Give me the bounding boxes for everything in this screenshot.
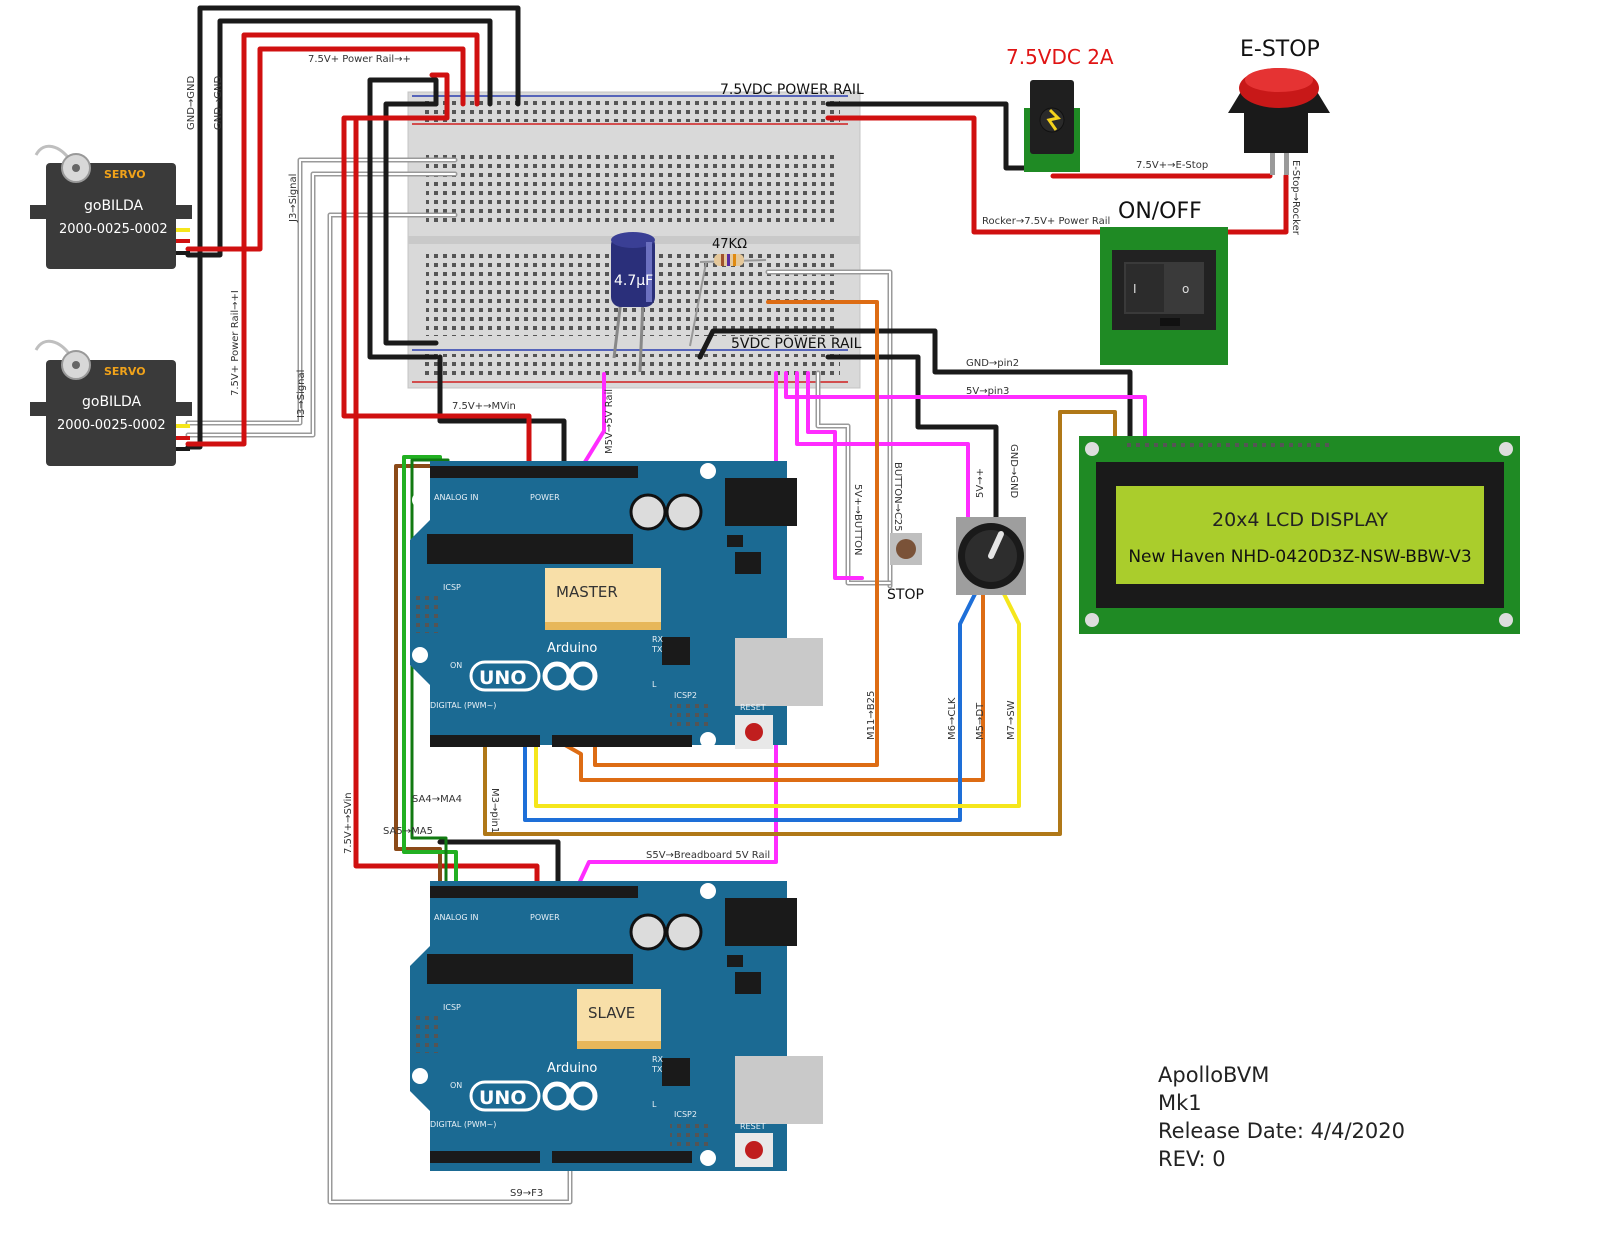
title-block: ApolloBVM Mk1 Release Date: 4/4/2020 REV…	[1158, 1063, 1405, 1171]
breadboard: 7.5VDC POWER RAIL 5VDC POWER RAIL	[407, 82, 864, 389]
wire-label: 7.5V+→SVin	[343, 792, 354, 854]
wire-label: M5V→5V Rail	[604, 389, 615, 454]
servo-top: SERVO goBILDA 2000-0025-0002	[30, 144, 192, 269]
rocker-switch: ON/OFF I o	[1100, 199, 1228, 365]
capacitor-value: 4.7µF	[614, 273, 653, 289]
estop-label: E-STOP	[1240, 37, 1320, 62]
wires	[185, 5, 1289, 1205]
wire-label: 7.5V+ Power Rail→+	[308, 54, 411, 65]
power-label: POWER	[530, 493, 560, 502]
lcd-line-1: 20x4 LCD DISPLAY	[1212, 509, 1388, 531]
power-label: POWER	[530, 913, 560, 922]
svg-text:I: I	[1133, 282, 1137, 296]
wire-label: SA4→MA4	[412, 794, 462, 805]
capacitor: 4.7µF	[611, 232, 655, 373]
tx-label: TX	[651, 1065, 663, 1074]
rx-label: RX	[652, 1055, 664, 1064]
wire-label: 7.5V+→MVin	[452, 401, 516, 412]
wire-labels: GND→GND GND→GND 7.5V+ Power Rail→+ J3→Si…	[186, 54, 1301, 1199]
slave-tag: SLAVE	[588, 1004, 635, 1022]
project-version: Mk1	[1158, 1091, 1202, 1115]
resistor-value: 47KΩ	[712, 237, 747, 252]
wire-label: 5V→pin3	[966, 386, 1009, 397]
arduino-model: UNO	[479, 1087, 526, 1109]
on-label: ON	[450, 661, 462, 670]
l-label: L	[652, 1100, 657, 1109]
estop-button: E-STOP	[1228, 37, 1330, 175]
wire-label: GND→pin2	[966, 358, 1019, 369]
digital-label: DIGITAL (PWM~)	[430, 1120, 496, 1129]
servo-part: 2000-0025-0002	[57, 418, 166, 433]
wire-label: M5→DT	[975, 702, 986, 740]
arduino-brand: Arduino	[547, 1061, 597, 1076]
lcd-display: 20x4 LCD DISPLAY New Haven NHD-0420D3Z-N…	[1079, 436, 1520, 634]
wire-label: GND→GND	[186, 75, 197, 130]
power-jack: 7.5VDC 2A	[1006, 45, 1114, 172]
icsp2-label: ICSP2	[674, 1110, 697, 1119]
wire-label: BUTTON→C25	[892, 462, 903, 532]
wire-label: GND→GND	[213, 75, 224, 130]
release-date: Release Date: 4/4/2020	[1158, 1119, 1405, 1143]
wire-label: 7.5V+→E-Stop	[1136, 160, 1208, 171]
reset-label: RESET	[740, 1122, 766, 1131]
master-tag: MASTER	[556, 583, 618, 601]
arduino-model: UNO	[479, 667, 526, 689]
digital-label: DIGITAL (PWM~)	[430, 701, 496, 710]
svg-text:o: o	[1182, 282, 1189, 296]
servo-brand: goBILDA	[82, 394, 142, 410]
wire-label: Rocker→7.5V+ Power Rail	[982, 216, 1110, 227]
wire-label: 5V+→BUTTON	[852, 484, 863, 556]
rotary-encoder	[956, 517, 1026, 595]
servo-brand: goBILDA	[84, 198, 144, 214]
wire-label: M11→B25	[866, 691, 877, 740]
on-label: ON	[450, 1081, 462, 1090]
servo-bottom: SERVO goBILDA 2000-0025-0002	[30, 339, 192, 466]
arduino-slave: SLAVE Arduino UNO ON TX RX L DIGITAL (PW…	[410, 881, 823, 1171]
rx-label: RX	[652, 635, 664, 644]
wire-label: M6→CLK	[947, 697, 958, 740]
analog-label: ANALOG IN	[434, 913, 479, 922]
servo-badge: SERVO	[104, 168, 146, 181]
rocker-label: ON/OFF	[1118, 199, 1202, 224]
servo-badge: SERVO	[104, 365, 146, 378]
stop-pushbutton: STOP	[887, 533, 924, 603]
revision: REV: 0	[1158, 1147, 1226, 1171]
wire-label: S9→F3	[510, 1188, 543, 1199]
l-label: L	[652, 680, 657, 689]
wire-label: SA5→MA5	[383, 826, 433, 837]
bottom-rail-label: 5VDC POWER RAIL	[731, 336, 862, 352]
stop-label: STOP	[887, 587, 924, 603]
wire-label: 5V→+	[975, 468, 986, 498]
wire-label: S5V→Breadboard 5V Rail	[646, 850, 770, 861]
resistor: 47KΩ	[689, 237, 767, 347]
wire-label: M3→pin1	[489, 788, 500, 833]
icsp-label: ICSP	[443, 583, 461, 592]
tx-label: TX	[651, 645, 663, 654]
wire-label: GND→GND	[1008, 444, 1019, 499]
analog-label: ANALOG IN	[434, 493, 479, 502]
power-jack-label: 7.5VDC 2A	[1006, 45, 1114, 69]
wire-label: 7.5V+ Power Rail→+I	[230, 290, 241, 396]
top-rail-label: 7.5VDC POWER RAIL	[720, 82, 864, 98]
wire-label: J3→Signal	[288, 174, 299, 223]
project-name: ApolloBVM	[1158, 1063, 1269, 1087]
lcd-line-2: New Haven NHD-0420D3Z-NSW-BBW-V3	[1128, 547, 1471, 567]
icsp-label: ICSP	[443, 1003, 461, 1012]
icsp2-label: ICSP2	[674, 691, 697, 700]
arduino-brand: Arduino	[547, 641, 597, 656]
wire-label: I3→Signal	[296, 370, 307, 418]
reset-label: RESET	[740, 703, 766, 712]
arduino-master: MASTER Arduino UNO ON TX RX L DIGITAL (P…	[410, 461, 823, 749]
servo-part: 2000-0025-0002	[59, 222, 168, 237]
wire-label: E-Stop→Rocker	[1290, 160, 1301, 236]
wire-label: M7→SW	[1006, 700, 1017, 740]
